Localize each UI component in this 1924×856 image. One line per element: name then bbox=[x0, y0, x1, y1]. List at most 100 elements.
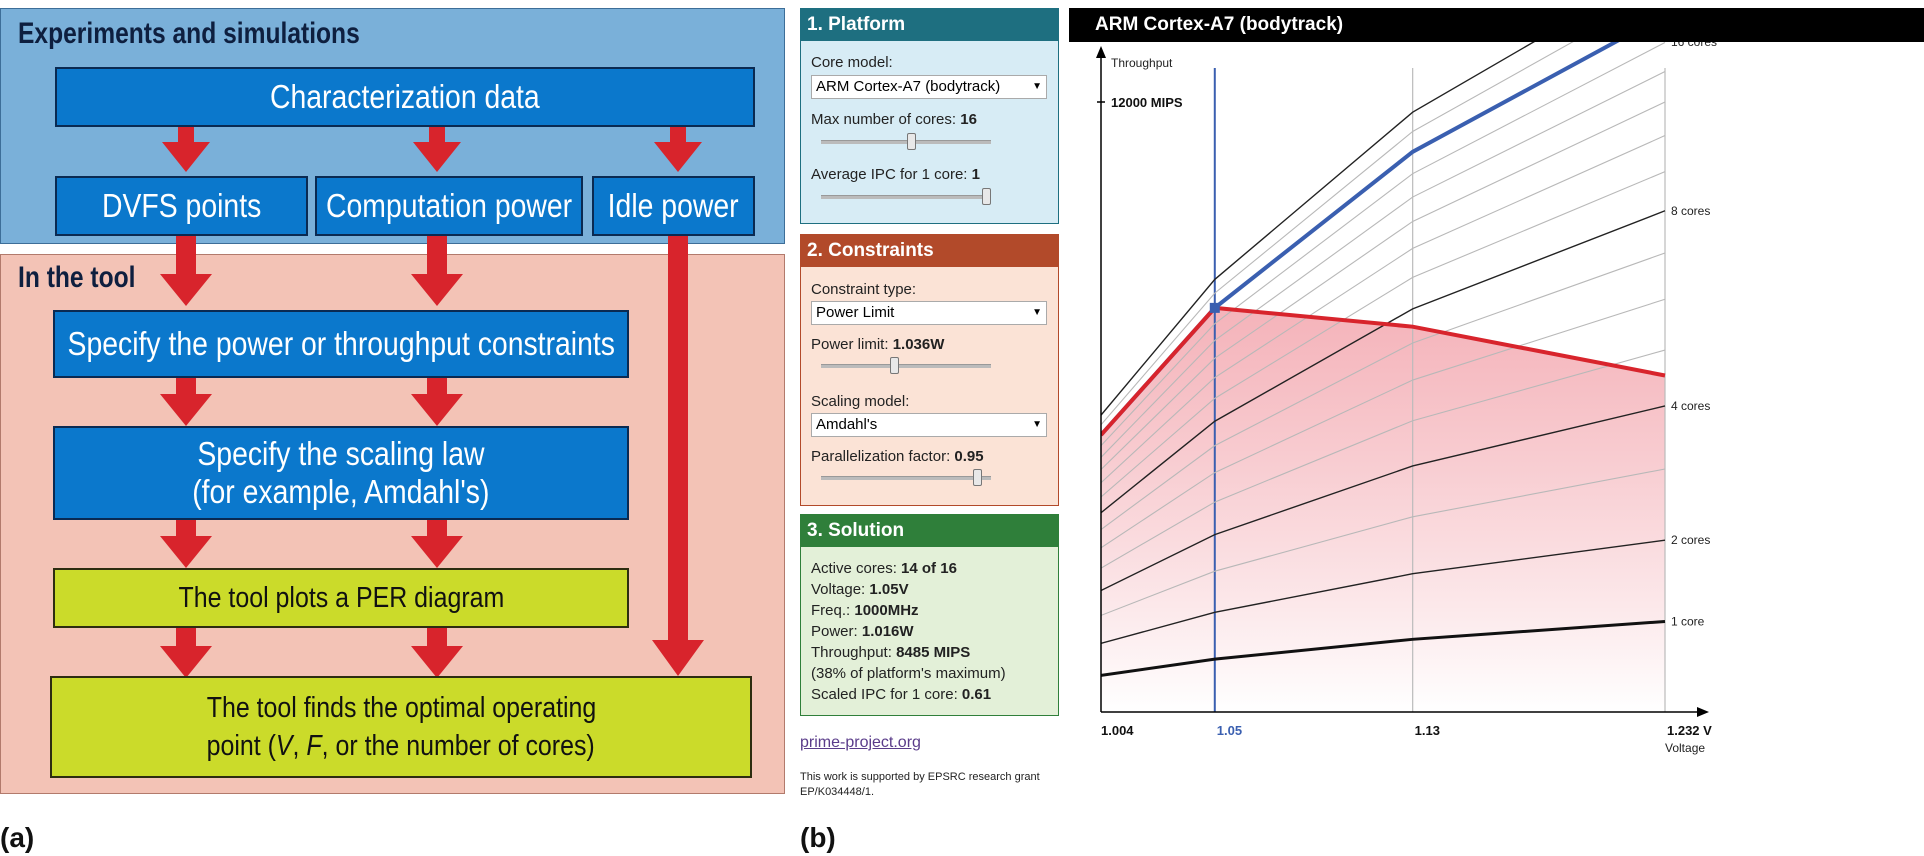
x-tick-label: 1.13 bbox=[1415, 723, 1440, 738]
series-6-cores bbox=[1101, 298, 1666, 549]
core-label-4: 4 cores bbox=[1671, 399, 1710, 413]
ipc-slider[interactable] bbox=[821, 188, 991, 205]
power-row: Power: 1.016W bbox=[811, 623, 914, 640]
voltage-row: Voltage: 1.05V bbox=[811, 581, 909, 598]
grant-note: This work is supported by EPSRC research… bbox=[800, 771, 1040, 798]
parallel-factor-text: Parallelization factor: bbox=[811, 448, 951, 465]
panel-b-label: (b) bbox=[800, 822, 836, 853]
solution-point-marker bbox=[1209, 302, 1220, 313]
constraint-type-label: Constraint type: bbox=[811, 281, 917, 298]
arrow-constraints-scaling-1 bbox=[160, 376, 212, 426]
power-label: Power: bbox=[811, 623, 858, 640]
y-max-label: 12000 MIPS bbox=[1111, 95, 1183, 110]
constraint-type-value: Power Limit bbox=[816, 304, 895, 321]
series-15-cores bbox=[1101, 42, 1574, 426]
constraints-panel: 2. Constraints Constraint type: Power Li… bbox=[800, 234, 1059, 506]
power-limit-slider[interactable] bbox=[821, 357, 991, 374]
series-3-cores bbox=[1101, 468, 1666, 616]
series-4-cores bbox=[1101, 405, 1666, 592]
dropdown-arrow-icon: ▼ bbox=[1032, 81, 1042, 92]
idle-power-box: Idle power bbox=[592, 176, 755, 236]
solution-title: 3. Solution bbox=[801, 515, 1058, 547]
chart-title: ARM Cortex-A7 (bodytrack) bbox=[1069, 8, 1924, 42]
max-cores-value: 16 bbox=[960, 111, 977, 128]
scaled-ipc-row: Scaled IPC for 1 core: 0.61 bbox=[811, 686, 991, 703]
solution-panel: 3. Solution Active cores: 14 of 16 Volta… bbox=[800, 514, 1059, 716]
throughput-label: Throughput: bbox=[811, 644, 892, 661]
series-12-cores bbox=[1101, 71, 1666, 458]
arrow-char-comp bbox=[413, 124, 461, 172]
computation-power-label: Computation power bbox=[325, 187, 573, 224]
x-axis-label: Voltage bbox=[1665, 741, 1705, 755]
series-2-cores bbox=[1101, 539, 1666, 645]
max-cores-text: Max number of cores: bbox=[811, 111, 957, 128]
dvfs-label: DVFS points bbox=[101, 187, 262, 224]
y-axis-arrow bbox=[1096, 46, 1106, 58]
series-8-cores bbox=[1101, 210, 1666, 514]
freq-value: 1000MHz bbox=[854, 602, 919, 619]
throughput-row: Throughput: 8485 MIPS bbox=[811, 644, 970, 661]
active-cores-row: Active cores: 14 of 16 bbox=[811, 560, 957, 577]
core-label-16: 16 cores bbox=[1671, 42, 1717, 49]
optimal-line1: The tool finds the optimal operating bbox=[206, 692, 596, 724]
voltage-value: 1.05V bbox=[869, 581, 909, 598]
freq-row: Freq.: 1000MHz bbox=[811, 602, 919, 619]
arrow-dvfs-constraints bbox=[160, 234, 212, 306]
experiments-title: Experiments and simulations bbox=[18, 17, 360, 50]
max-cores-slider[interactable] bbox=[821, 133, 991, 150]
flow-arrows bbox=[160, 124, 704, 678]
power-limit-value: 1.036W bbox=[892, 336, 945, 353]
core-label-2: 2 cores bbox=[1671, 533, 1710, 547]
x-tick-label: 1.05 bbox=[1217, 723, 1242, 738]
arrow-comp-constraints bbox=[411, 234, 463, 306]
max-cores-slider-thumb[interactable] bbox=[907, 133, 917, 150]
optimal-v: V bbox=[276, 730, 293, 762]
arrow-per-optimal-1 bbox=[160, 628, 212, 678]
series-11-cores bbox=[1101, 101, 1666, 470]
core-model-select[interactable]: ARM Cortex-A7 (bodytrack) ▼ bbox=[811, 75, 1047, 99]
series-7-cores bbox=[1101, 252, 1666, 530]
scaling-model-select[interactable]: Amdahl's ▼ bbox=[811, 413, 1047, 437]
panel-a-label: (a) bbox=[0, 822, 35, 853]
per-diagram-label: The tool plots a PER diagram bbox=[178, 582, 504, 614]
scaled-ipc-value: 0.61 bbox=[961, 686, 992, 703]
optimal-f: F bbox=[306, 730, 322, 762]
parallel-factor-label: Parallelization factor: 0.95 bbox=[811, 448, 984, 465]
constraint-type-select[interactable]: Power Limit ▼ bbox=[811, 301, 1047, 325]
voltage-label: Voltage: bbox=[811, 581, 866, 598]
optimal-line2-post: , or the number of cores) bbox=[321, 730, 596, 762]
platform-title: 1. Platform bbox=[801, 9, 1058, 41]
parallel-factor-slider-thumb[interactable] bbox=[973, 469, 983, 486]
dropdown-arrow-icon: ▼ bbox=[1032, 307, 1042, 318]
core-model-value: ARM Cortex-A7 (bodytrack) bbox=[816, 78, 1001, 95]
series-10-cores bbox=[1101, 135, 1666, 484]
arrow-constraints-scaling-2 bbox=[411, 376, 463, 426]
parallel-factor-slider[interactable] bbox=[821, 469, 991, 486]
max-cores-label: Max number of cores: 16 bbox=[811, 111, 977, 128]
core-model-label: Core model: bbox=[811, 54, 893, 71]
ipc-slider-thumb[interactable] bbox=[981, 188, 991, 205]
active-cores-value: 14 of 16 bbox=[901, 560, 957, 577]
y-axis-label: Throughput bbox=[1111, 56, 1173, 70]
per-diagram-box: The tool plots a PER diagram bbox=[53, 568, 629, 628]
ipc-value: 1 bbox=[971, 166, 980, 183]
arrow-char-dvfs bbox=[162, 124, 210, 172]
arrow-char-idle bbox=[654, 124, 702, 172]
optimal-sep: , bbox=[292, 730, 307, 762]
platform-panel: 1. Platform Core model: ARM Cortex-A7 (b… bbox=[800, 8, 1059, 224]
power-limit-slider-thumb[interactable] bbox=[890, 357, 900, 374]
x-tick-label: 1.004 bbox=[1101, 723, 1134, 738]
scaling-law-line1: Specify the scaling law bbox=[197, 435, 485, 472]
ipc-text: Average IPC for 1 core: bbox=[811, 166, 968, 183]
freq-label: Freq.: bbox=[811, 602, 851, 619]
parallel-factor-value: 0.95 bbox=[954, 448, 984, 465]
constraints-box: Specify the power or throughput constrai… bbox=[53, 310, 629, 378]
power-limit-line bbox=[1101, 305, 1666, 437]
arrow-scaling-per-1 bbox=[160, 518, 212, 568]
x-tick-label: 1.232 V bbox=[1667, 723, 1712, 738]
dvfs-box: DVFS points bbox=[55, 176, 308, 236]
prime-project-link[interactable]: prime-project.org bbox=[800, 734, 921, 751]
power-limit-text: Power limit: bbox=[811, 336, 889, 353]
optimal-line2-pre: point ( bbox=[206, 730, 277, 762]
series-1-cores bbox=[1101, 620, 1666, 677]
